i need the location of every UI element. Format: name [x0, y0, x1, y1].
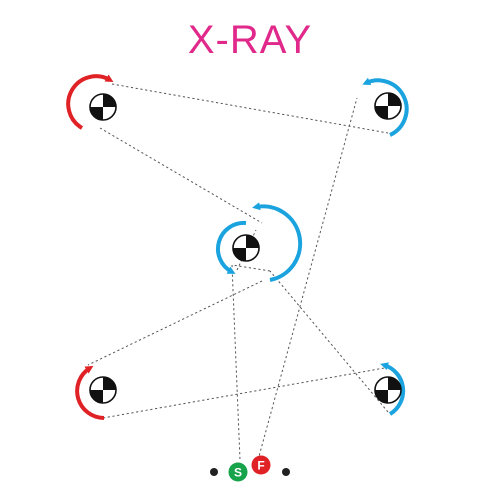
start-label: S [234, 466, 242, 480]
finish-label: F [257, 459, 264, 473]
gate-dot-right [282, 468, 290, 476]
counterclockwise-arrow-icon [215, 220, 247, 274]
start-marker [228, 462, 248, 482]
route-segment [87, 280, 263, 366]
route-segment [111, 83, 389, 134]
route-lines [87, 83, 391, 461]
counterclockwise-arrow-icon [362, 77, 409, 137]
route-segment [257, 97, 358, 461]
gate-dot-left [210, 468, 218, 476]
cone-marker-icon [89, 93, 117, 121]
counterclockwise-arrow-icon [252, 202, 303, 282]
route-segment [99, 127, 263, 224]
finish-marker [251, 455, 271, 475]
cone-marker-icon [89, 376, 117, 404]
clockwise-arrow-icon [75, 365, 105, 420]
counterclockwise-arrow-icon [380, 362, 406, 416]
route-segment [102, 366, 391, 419]
cone-top-left [66, 74, 117, 130]
cone-bottom-right [374, 362, 406, 416]
route-segment [231, 264, 241, 461]
cone-top-right [362, 77, 409, 137]
cone-marker-icon [232, 234, 260, 262]
diagram-title: X-RAY [187, 18, 313, 62]
route-segment [269, 270, 389, 413]
cone-bottom-left [75, 365, 117, 420]
cone-marker-icon [374, 376, 402, 404]
clockwise-arrow-icon [66, 74, 114, 130]
cone-marker-icon [374, 92, 402, 120]
start-finish-gate: S F [210, 455, 290, 482]
route-segment [231, 264, 271, 272]
cone-center [215, 202, 303, 282]
